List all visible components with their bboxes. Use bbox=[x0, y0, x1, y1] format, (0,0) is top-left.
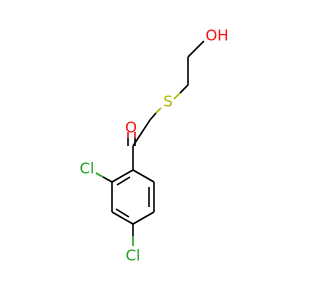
bond-hydroxyl-oxygen-to-carbon bbox=[187, 40, 205, 58]
bond-ring-to-ortho-chlorine-b bbox=[95, 172, 104, 178]
bond-carbon-to-sulfur-a bbox=[179, 84, 189, 94]
ring-bond-6 bbox=[132, 169, 155, 183]
bond-sulfur-to-methylene-b bbox=[149, 112, 157, 121]
atom-label-chlorine-ortho: Cl bbox=[80, 160, 95, 178]
bond-ring-to-ortho-chlorine-a bbox=[102, 176, 113, 183]
atom-label-carbonyl-oxygen: O bbox=[125, 119, 137, 137]
bond-carbon-to-sulfur-b bbox=[173, 92, 181, 100]
molecule-diagram: OH S O Cl Cl bbox=[80, 27, 229, 265]
ring-bond-3 bbox=[111, 211, 134, 225]
atom-label-hydroxyl-oxygen: OH bbox=[205, 27, 228, 45]
structure-canvas: OH S O Cl Cl bbox=[79, 26, 229, 265]
ring-bond-1 bbox=[111, 169, 134, 183]
bond-sulfur-to-methylene-a bbox=[155, 107, 162, 114]
ring-inner-double-1 bbox=[116, 176, 131, 186]
ring-inner-double-2 bbox=[115, 208, 130, 218]
atom-label-sulfur: S bbox=[163, 93, 173, 111]
ring-bond-4 bbox=[132, 211, 155, 225]
bond-methylene-to-carbonyl bbox=[132, 119, 151, 147]
atom-label-chlorine-para: Cl bbox=[126, 247, 141, 265]
